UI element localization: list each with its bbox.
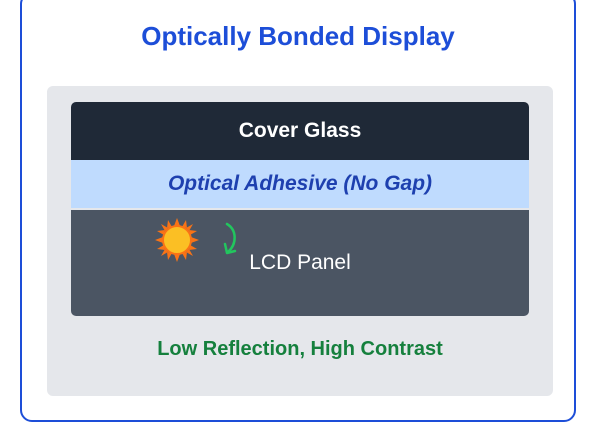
diagram-card: Optically Bonded Display Cover Glass Opt… [20,0,576,422]
layer-stack-panel: Cover Glass Optical Adhesive (No Gap) [47,86,553,396]
result-caption: Low Reflection, High Contrast [157,338,443,360]
curved-arrow-icon [223,222,237,255]
cover-glass-layer: Cover Glass [71,102,529,160]
lcd-panel-layer: LCD Panel [71,210,529,316]
cover-glass-label: Cover Glass [238,119,362,142]
optical-adhesive-layer: Optical Adhesive (No Gap) [71,160,529,208]
lcd-panel-label: LCD Panel [249,251,351,274]
sun-icon [155,218,199,262]
optical-adhesive-label: Optical Adhesive (No Gap) [167,172,433,195]
diagram-title: Optically Bonded Display [141,21,455,51]
